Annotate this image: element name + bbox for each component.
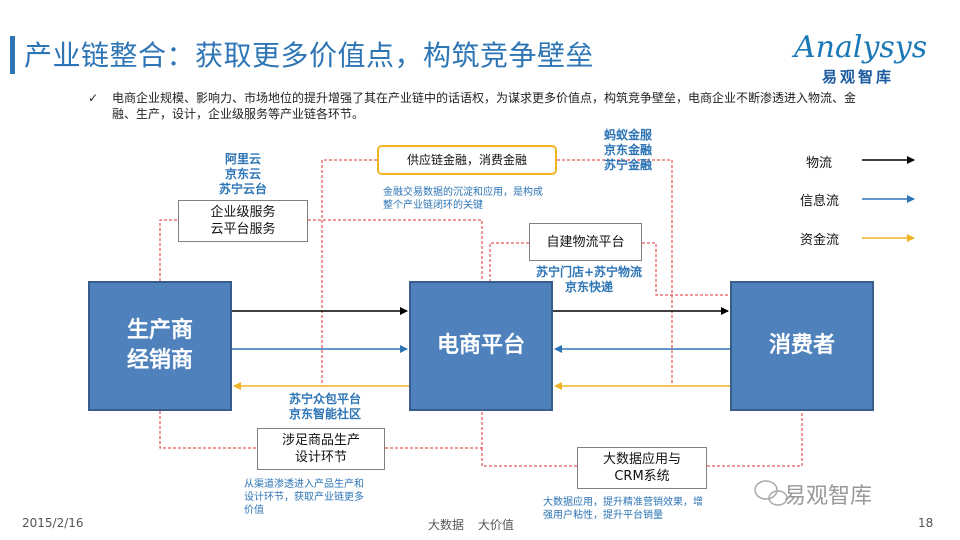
- label-cloud-players: 阿里云 京东云 苏宁云台: [218, 152, 267, 196]
- dashed-link-producer-enterprise: [159, 219, 178, 281]
- box-own-logistics: 自建物流平台: [529, 223, 642, 261]
- note-supply-finance: 金融交易数据的沉淀和应用，是构成 整个产业链闭环的关键: [383, 187, 543, 211]
- summary-text: 电商企业规模、影响力、市场地位的提升增强了其在产业链中的话语权，为谋求更多价值点…: [112, 91, 857, 121]
- box-production-design: 涉足商品生产 设计环节: [257, 428, 385, 470]
- check-icon: ✓: [88, 91, 99, 105]
- dashed-link-producer-design: [159, 411, 257, 449]
- title-accent-bar: [10, 36, 15, 74]
- label-crowd-players: 苏宁众包平台 京东智能社区: [288, 392, 361, 421]
- legend-logistics-label: 物流: [806, 156, 833, 171]
- dashed-link-logistics-consumer: [642, 242, 730, 296]
- dashed-connectors: [159, 159, 803, 467]
- node-ecommerce-platform: 电商平台: [409, 281, 553, 411]
- footer-date: 2015/2/16: [22, 516, 84, 530]
- footer-tagline: 大数据 大价值: [428, 518, 514, 532]
- logo-wordmark: Analysys: [794, 30, 928, 65]
- note-bigdata: 大数据应用，提升精准营销效果，增 强用户粘性，提升平台销量: [543, 497, 703, 521]
- label-logistics-players: 苏宁门店+苏宁物流 京东快递: [535, 265, 643, 294]
- box-enterprise-services: 企业级服务 云平台服务: [178, 200, 308, 242]
- wechat-icon: [754, 480, 788, 506]
- node-producer-distributor: 生产商 经销商: [88, 281, 232, 411]
- box-bigdata-crm: 大数据应用与 CRM系统: [577, 447, 707, 489]
- watermark-text: 易观智库: [784, 484, 873, 509]
- dashed-link-supply-left: [321, 159, 409, 387]
- label-finance-players: 蚂蚁金服 京东金融 苏宁金融: [603, 128, 652, 172]
- node-consumer: 消费者: [730, 281, 874, 411]
- legend-capital-label: 资金流: [800, 233, 840, 248]
- dashed-link-logistics-platform: [489, 242, 529, 281]
- box-supply-chain-finance: 供应链金融，消费金融: [377, 145, 557, 175]
- dashed-link-bigdata-consumer: [707, 411, 803, 467]
- logo-subtitle: 易观智库: [822, 68, 895, 86]
- dashed-link-platform-bigdata: [481, 448, 577, 467]
- note-design: 从渠道渗透进入产品生产和 设计环节，获取产业链更多 价值: [244, 479, 364, 516]
- page-number: 18: [918, 516, 934, 530]
- dashed-link-enterprise-platform: [308, 219, 483, 281]
- dashed-link-design-platform: [385, 411, 483, 449]
- legend-info-label: 信息流: [800, 194, 840, 209]
- page-title: 产业链整合：获取更多价值点，构筑竞争壁垒: [24, 39, 595, 72]
